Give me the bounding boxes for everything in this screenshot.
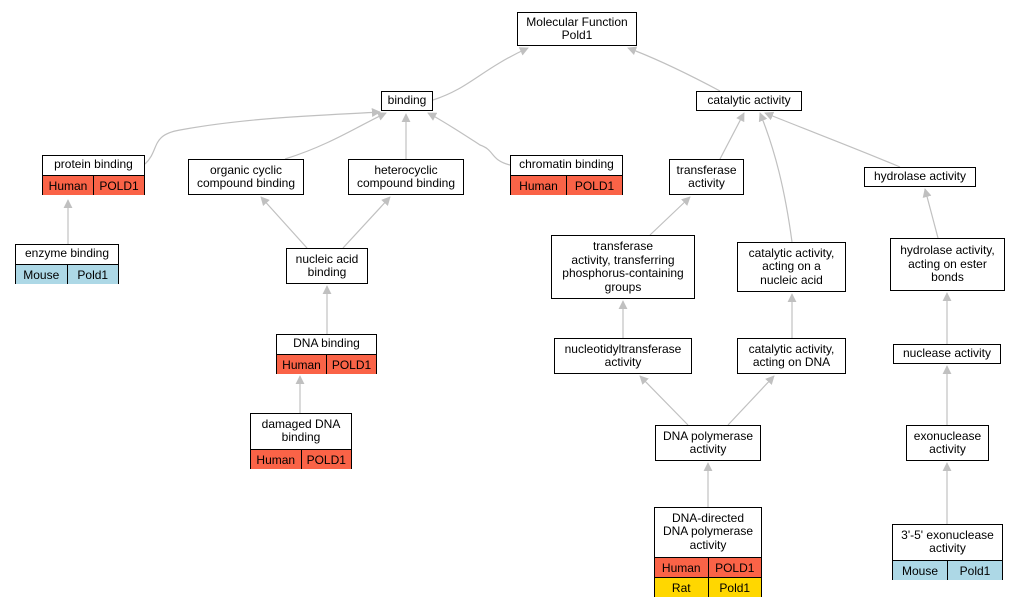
go-term-label: transferase activity, transferring phosp…	[562, 239, 684, 294]
gene-cell: POLD1	[93, 176, 144, 195]
edge-catalytic-to-root	[627, 46, 721, 92]
go-term-transferase[interactable]: transferase activity	[669, 159, 744, 195]
edge-chromatin-to-binding	[427, 112, 511, 166]
go-term-nuclease[interactable]: nuclease activity	[893, 344, 1001, 364]
go-term-heterocyclic[interactable]: heterocyclic compound binding	[348, 159, 464, 195]
gene-cell: POLD1	[707, 558, 762, 577]
go-term-hydrolase[interactable]: hydrolase activity	[864, 167, 976, 187]
edge-tphos-to-transferase	[649, 196, 691, 236]
go-term-exonuclease[interactable]: exonuclease activity	[906, 425, 989, 461]
go-term-catalytic-nucleic-acid[interactable]: catalytic activity, acting on a nucleic …	[737, 242, 846, 292]
go-term-label: heterocyclic compound binding	[356, 162, 456, 190]
go-term-label: chromatin binding	[519, 157, 614, 172]
go-term-label: DNA binding	[293, 336, 360, 351]
go-term-label: exonuclease activity	[913, 428, 982, 456]
go-term-catalytic-dna[interactable]: catalytic activity, acting on DNA	[737, 338, 846, 374]
go-term-label: nucleotidyltransferase activity	[564, 341, 682, 369]
go-term-label: catalytic activity, acting on a nucleic …	[748, 245, 835, 287]
edge-ester-to-hydrolase	[922, 188, 939, 239]
go-term-label: nuclease activity	[902, 346, 992, 361]
annotation-row-human: Human POLD1	[655, 557, 761, 577]
go-term-label: 3'-5' exonuclease activity	[901, 527, 994, 555]
gene-cell: Pold1	[707, 578, 762, 597]
species-cell: Mouse	[23, 267, 60, 282]
edge-protein-to-binding	[144, 107, 381, 165]
annotation-row-human: Human POLD1	[251, 449, 351, 469]
species-cell: Rat	[671, 580, 691, 595]
go-term-dna-polymerase[interactable]: DNA polymerase activity	[655, 425, 761, 461]
gene-cell: POLD1	[300, 450, 352, 469]
go-term-label: catalytic activity	[707, 93, 791, 108]
go-term-label: catalytic activity, acting on DNA	[748, 341, 835, 369]
go-term-organic-cyclic[interactable]: organic cyclic compound binding	[188, 159, 304, 195]
go-term-root[interactable]: Molecular Function Pold1	[517, 12, 637, 46]
go-term-label: organic cyclic compound binding	[196, 162, 296, 190]
edge-organic-to-binding	[284, 112, 387, 160]
species-cell: Human	[48, 178, 88, 193]
go-term-nucleotidyltransferase[interactable]: nucleotidyltransferase activity	[554, 338, 692, 374]
go-term-label: nucleic acid binding	[295, 251, 359, 279]
go-term-catalytic[interactable]: catalytic activity	[696, 91, 802, 111]
annotation-row-human: Human POLD1	[277, 354, 376, 374]
go-term-label: damaged DNA binding	[261, 416, 341, 444]
annotation-row-mouse: Mouse Pold1	[893, 560, 1002, 580]
go-term-hydrolase-ester[interactable]: hydrolase activity, acting on ester bond…	[890, 238, 1005, 291]
go-term-label: hydrolase activity	[873, 169, 967, 184]
annotation-row-human: Human POLD1	[43, 175, 144, 195]
species-cell: Human	[282, 357, 321, 372]
go-term-nucleic-acid-binding[interactable]: nucleic acid binding	[286, 248, 368, 284]
go-term-label: enzyme binding	[24, 246, 110, 261]
edge-binding-to-root	[432, 47, 529, 101]
go-term-label: protein binding	[54, 157, 133, 172]
go-term-label: hydrolase activity, acting on ester bond…	[900, 243, 995, 285]
edge-nucleic-to-organic	[260, 196, 308, 249]
go-term-binding[interactable]: binding	[381, 91, 433, 111]
gene-cell: Pold1	[66, 265, 119, 284]
edge-hydrolase-to-catalytic	[764, 111, 901, 168]
annotation-row-mouse: Mouse Pold1	[16, 264, 118, 284]
go-term-transferase-phosphorus[interactable]: transferase activity, transferring phosp…	[551, 235, 695, 299]
annotation-row-human: Human POLD1	[511, 175, 622, 195]
species-cell: Human	[661, 560, 701, 575]
species-cell: Mouse	[901, 563, 939, 578]
edge-nucleic-to-hetero	[342, 196, 391, 249]
edge-dnapol-to-nucleotidyl	[639, 375, 689, 426]
go-term-label: DNA polymerase activity	[662, 428, 754, 456]
annotation-row-rat: Rat Pold1	[655, 577, 761, 597]
gene-cell: POLD1	[566, 176, 622, 195]
go-term-label: transferase activity	[676, 162, 737, 190]
edge-catnucleic-to-catalytic	[758, 112, 793, 243]
gene-cell: Pold1	[947, 561, 1002, 580]
go-term-label: DNA-directed DNA polymerase activity	[662, 510, 754, 552]
gene-cell: POLD1	[326, 355, 376, 374]
go-term-label: Molecular Function Pold1	[526, 14, 628, 42]
edge-dnapol-to-catdna	[727, 375, 775, 426]
go-term-label: binding	[387, 93, 427, 108]
species-cell: Human	[256, 452, 296, 467]
species-cell: Human	[519, 178, 558, 193]
edge-transferase-to-catalytic	[719, 112, 745, 160]
